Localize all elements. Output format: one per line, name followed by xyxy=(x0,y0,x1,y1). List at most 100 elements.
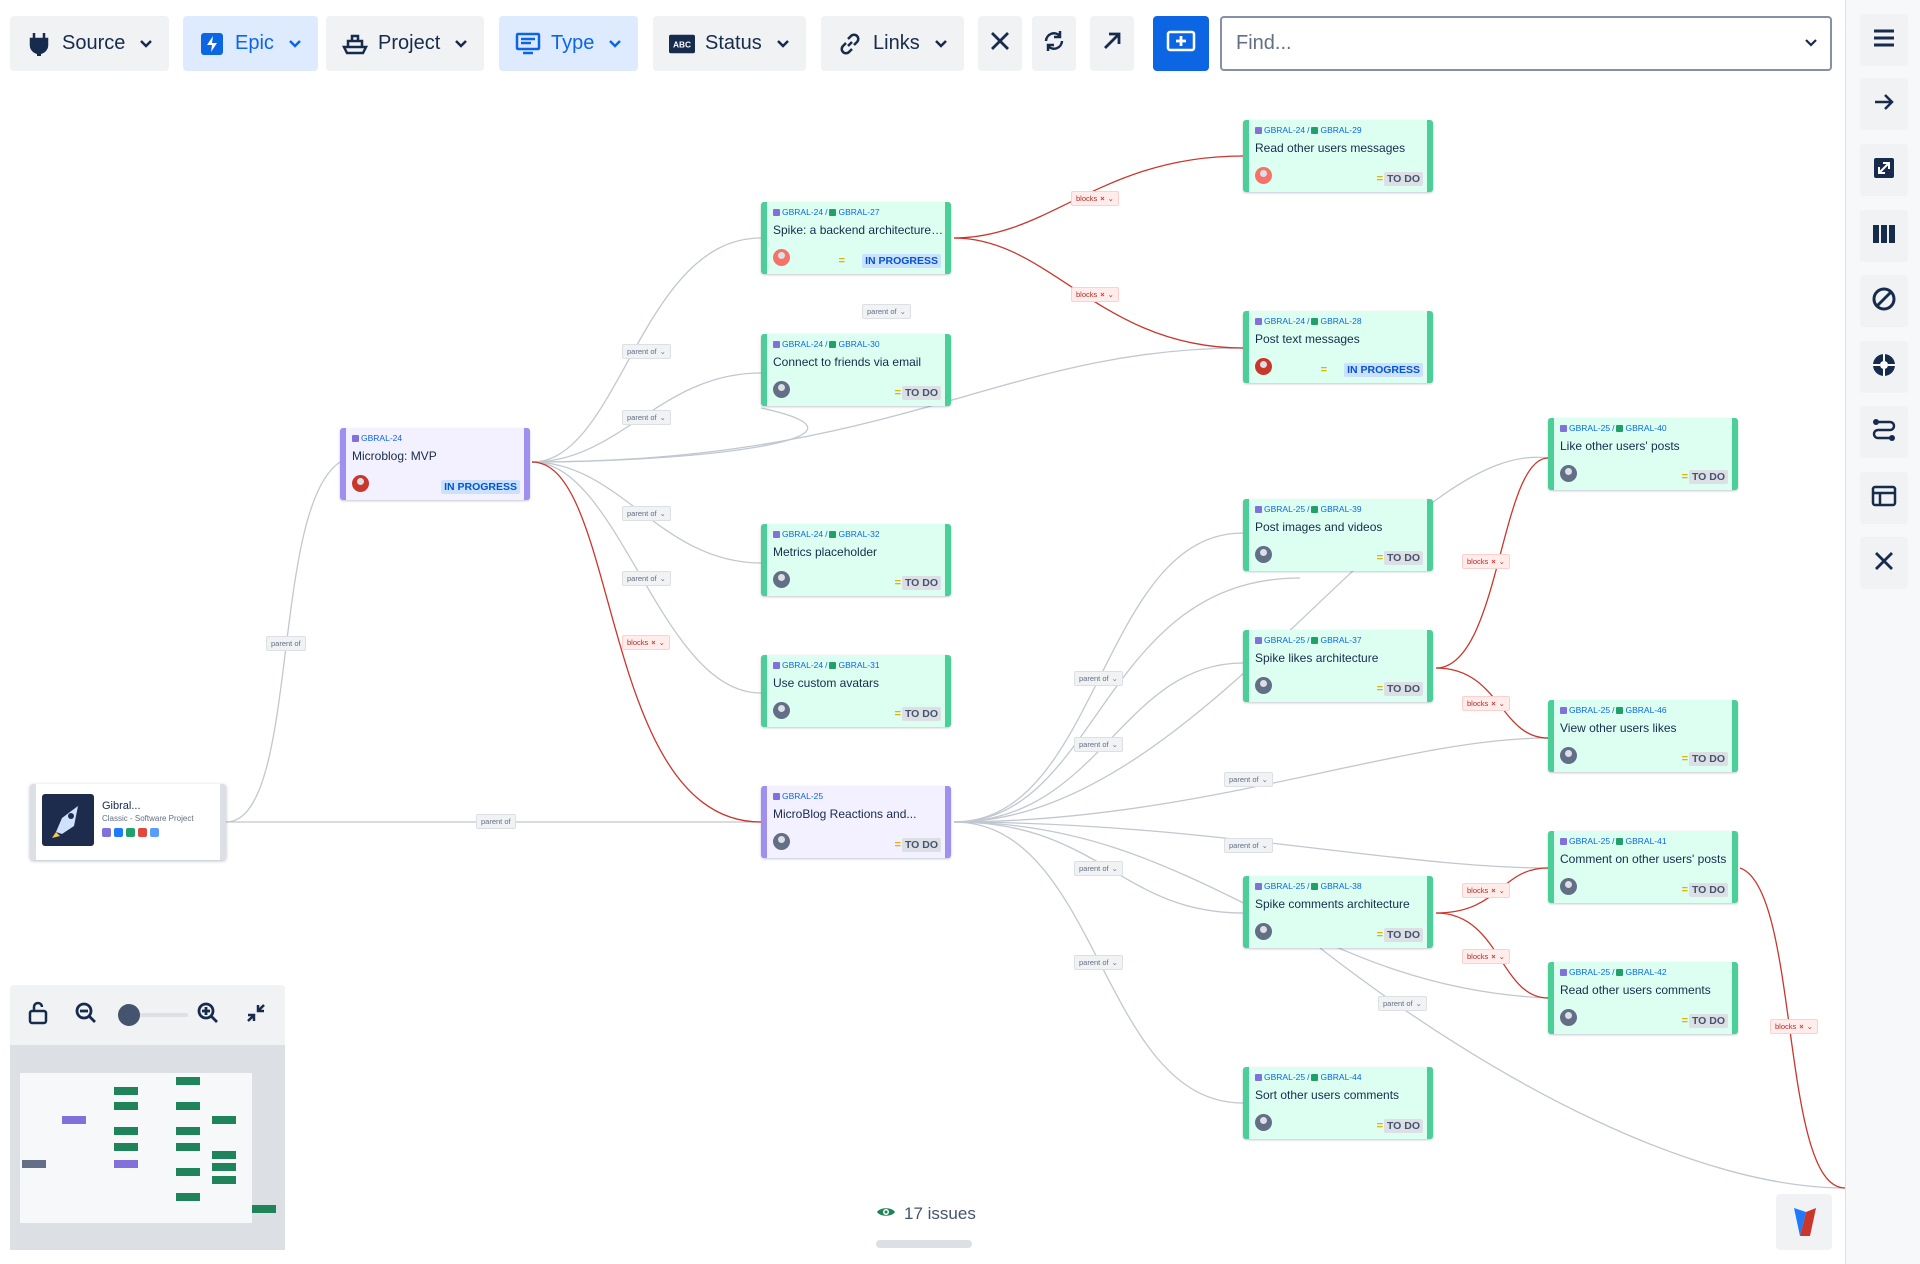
expand-button[interactable] xyxy=(1860,144,1908,196)
project-node[interactable]: Gibral... Classic - Software Project xyxy=(30,784,226,860)
lock-button[interactable] xyxy=(22,999,54,1031)
link-label-parent[interactable]: parent of⌄ xyxy=(622,410,671,425)
horizontal-scrollbar[interactable] xyxy=(876,1240,972,1248)
close-panel-button[interactable] xyxy=(1860,537,1908,589)
find-field[interactable] xyxy=(1220,16,1832,71)
chevron-down-icon xyxy=(934,37,948,51)
zoom-out-button[interactable] xyxy=(70,999,102,1031)
link-label-parent[interactable]: parent of xyxy=(266,636,306,651)
dependency-graph[interactable]: parent of parent of parent of⌄ parent of… xyxy=(0,88,1845,1264)
status-filter-label: Status xyxy=(705,32,762,54)
priority-medium-icon: = xyxy=(1681,1015,1688,1027)
link-label-parent[interactable]: parent of⌄ xyxy=(1074,955,1123,970)
link-label-parent[interactable]: parent of⌄ xyxy=(622,571,671,586)
link-label-blocks[interactable]: blocks×⌄ xyxy=(1071,287,1119,302)
issue-card-GBRAL-37[interactable]: GBRAL-25/GBRAL-37 Spike likes architectu… xyxy=(1243,630,1433,702)
issue-card-GBRAL-40[interactable]: GBRAL-25/GBRAL-40 Like other users' post… xyxy=(1548,418,1738,490)
story-icon xyxy=(1311,882,1319,890)
route-button[interactable] xyxy=(1860,406,1908,458)
story-icon xyxy=(1311,636,1319,644)
link-label-blocks[interactable]: blocks×⌄ xyxy=(1462,696,1510,711)
block-button[interactable] xyxy=(1860,275,1908,327)
link-label-parent[interactable]: parent of⌄ xyxy=(622,506,671,521)
avatar xyxy=(1560,747,1577,764)
issue-card-GBRAL-32[interactable]: GBRAL-24/GBRAL-32 Metrics placeholder = … xyxy=(761,524,951,596)
issue-card-GBRAL-31[interactable]: GBRAL-24/GBRAL-31 Use custom avatars = T… xyxy=(761,655,951,727)
chevron-down-icon xyxy=(608,37,622,51)
zoom-slider-track[interactable] xyxy=(122,1013,188,1017)
link-label-parent[interactable]: parent of⌄ xyxy=(1074,861,1123,876)
minimap-node xyxy=(176,1127,200,1135)
issue-card-GBRAL-25[interactable]: GBRAL-25 MicroBlog Reactions and... = TO… xyxy=(761,786,951,858)
story-icon xyxy=(1311,126,1319,134)
story-icon xyxy=(1311,317,1319,325)
issue-key: GBRAL-25/GBRAL-40 xyxy=(1560,423,1667,433)
issue-card-GBRAL-27[interactable]: GBRAL-24/GBRAL-27 Spike: a backend archi… xyxy=(761,202,951,274)
fit-view-button[interactable] xyxy=(240,999,272,1031)
epic-filter-button[interactable]: Epic xyxy=(183,16,318,71)
issue-card-GBRAL-42[interactable]: GBRAL-25/GBRAL-42 Read other users comme… xyxy=(1548,962,1738,1034)
status-badge: TO DO xyxy=(901,838,941,852)
link-label-blocks[interactable]: blocks×⌄ xyxy=(1462,883,1510,898)
open-external-button[interactable] xyxy=(1090,16,1134,71)
chevron-down-icon xyxy=(139,37,153,51)
aperture-button[interactable] xyxy=(1860,341,1908,393)
chevron-down-icon[interactable] xyxy=(1804,35,1818,53)
issue-card-GBRAL-28[interactable]: GBRAL-24/GBRAL-28 Post text messages = I… xyxy=(1243,311,1433,383)
zoom-in-button[interactable] xyxy=(192,999,224,1031)
issue-card-GBRAL-30[interactable]: GBRAL-24/GBRAL-30 Connect to friends via… xyxy=(761,334,951,406)
refresh-button[interactable] xyxy=(1032,16,1076,71)
status-badge: TO DO xyxy=(1688,752,1728,766)
links-filter-button[interactable]: Links xyxy=(821,16,964,71)
source-filter-button[interactable]: Source xyxy=(10,16,170,71)
ban-icon xyxy=(1871,286,1897,317)
priority-medium-icon: = xyxy=(1681,471,1688,483)
link-label-parent[interactable]: parent of⌄ xyxy=(1224,772,1273,787)
zoom-slider-handle[interactable] xyxy=(118,1004,140,1026)
route-icon xyxy=(1871,417,1897,448)
layout-button[interactable] xyxy=(1860,472,1908,524)
link-label-parent[interactable]: parent of⌄ xyxy=(622,344,671,359)
link-label-blocks[interactable]: blocks×⌄ xyxy=(1462,554,1510,569)
issue-card-GBRAL-24[interactable]: GBRAL-24 Microblog: MVP ^ IN PROGRESS xyxy=(340,428,530,500)
link-label-parent[interactable]: parent of⌄ xyxy=(1378,996,1427,1011)
svg-text:ABC: ABC xyxy=(673,39,691,49)
link-label-parent[interactable]: parent of xyxy=(476,814,516,829)
issue-card-GBRAL-39[interactable]: GBRAL-25/GBRAL-39 Post images and videos… xyxy=(1243,499,1433,571)
link-label-parent[interactable]: parent of⌄ xyxy=(1224,838,1273,853)
app-logo-icon xyxy=(1794,1208,1816,1236)
clear-filters-button[interactable] xyxy=(978,16,1022,71)
link-label-blocks[interactable]: blocks×⌄ xyxy=(1462,949,1510,964)
issue-card-GBRAL-29[interactable]: GBRAL-24/GBRAL-29 Read other users messa… xyxy=(1243,120,1433,192)
link-label-blocks[interactable]: blocks×⌄ xyxy=(622,635,670,650)
issue-card-GBRAL-44[interactable]: GBRAL-25/GBRAL-44 Sort other users comme… xyxy=(1243,1067,1433,1139)
minimap-node xyxy=(22,1160,46,1168)
status-filter-button[interactable]: ABC Status xyxy=(653,16,806,71)
priority-medium-icon: = xyxy=(1376,552,1383,564)
menu-button[interactable] xyxy=(1860,14,1908,66)
app-logo-button[interactable] xyxy=(1776,1194,1832,1250)
next-button[interactable] xyxy=(1860,78,1908,130)
abc-icon: ABC xyxy=(669,31,695,57)
issue-card-GBRAL-38[interactable]: GBRAL-25/GBRAL-38 Spike comments archite… xyxy=(1243,876,1433,948)
link-label-parent[interactable]: parent of⌄ xyxy=(1074,737,1123,752)
project-filter-button[interactable]: Project xyxy=(326,16,485,71)
issue-card-GBRAL-41[interactable]: GBRAL-25/GBRAL-41 Comment on other users… xyxy=(1548,831,1738,903)
minimap[interactable] xyxy=(10,1045,285,1250)
status-badge: IN PROGRESS xyxy=(441,480,520,494)
link-label-blocks[interactable]: blocks×⌄ xyxy=(1071,191,1119,206)
link-label-parent[interactable]: parent of⌄ xyxy=(1074,671,1123,686)
zoom-out-icon xyxy=(74,1001,98,1030)
issue-title: Spike: a backend architecture f... xyxy=(773,223,945,237)
issue-card-GBRAL-46[interactable]: GBRAL-25/GBRAL-46 View other users likes… xyxy=(1548,700,1738,772)
find-input[interactable] xyxy=(1234,31,1804,56)
minimap-node xyxy=(176,1168,200,1176)
priority-medium-icon: = xyxy=(1376,1120,1383,1132)
story-icon xyxy=(1616,837,1624,845)
link-label-parent[interactable]: parent of⌄ xyxy=(862,304,911,319)
link-label-blocks[interactable]: blocks×⌄ xyxy=(1770,1019,1818,1034)
add-issue-button[interactable] xyxy=(1153,16,1209,71)
type-filter-button[interactable]: Type xyxy=(499,16,639,71)
minimap-node xyxy=(212,1151,236,1159)
columns-button[interactable] xyxy=(1860,210,1908,262)
